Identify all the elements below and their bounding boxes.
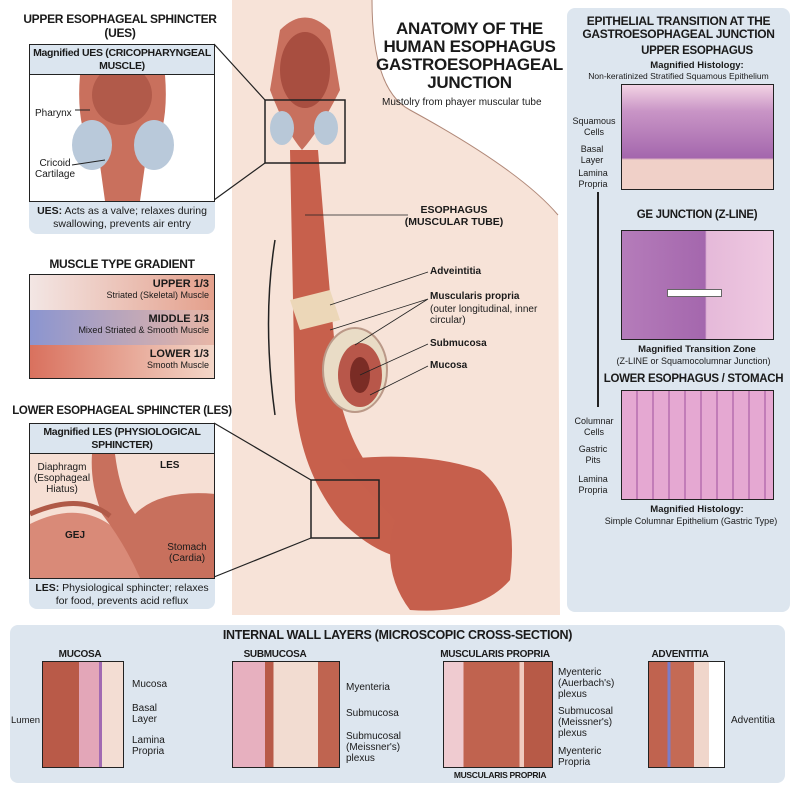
- muscularis-title: MUSCULARIS PROPRIA: [440, 649, 550, 660]
- pharynx-label: Pharynx: [35, 108, 72, 119]
- les-label: LES: [160, 460, 180, 471]
- mucosa-title: MUCOSA: [58, 649, 102, 660]
- diaphragm-label: Diaphragm (Esophageal Hiatus): [33, 462, 91, 495]
- adventitia-label: Adveintitia: [430, 266, 482, 277]
- submucosa-title: SUBMUCOSA: [243, 649, 307, 660]
- gradient-band-lower: LOWER 1/3 Smooth Muscle: [30, 345, 214, 378]
- band-name: UPPER 1/3: [152, 278, 209, 290]
- myenteric-propria-label: Myenteric Propria: [558, 746, 602, 768]
- lamina-propria-label: Lamina Propria: [132, 735, 165, 757]
- meissner-plexus-label: Submucosal (Meissner's) plexus: [558, 706, 614, 739]
- epithelial-title: EPITHELIAL TRANSITION AT THE GASTROESOPH…: [582, 14, 775, 41]
- gej-label: GEJ: [65, 530, 86, 541]
- lamina-label: Lamina Propria: [578, 168, 608, 189]
- transition-axis-arrow: [597, 192, 599, 407]
- les-header: Magnified LES (PHYSIOLOGICAL SPHINCTER): [30, 424, 214, 454]
- adventitia-layer-label: Adventitia: [731, 715, 775, 726]
- adventitia-box: [648, 661, 725, 768]
- band-name: LOWER 1/3: [149, 348, 209, 360]
- basal-layer-label: Basal Layer: [132, 703, 158, 725]
- upper-sub1: Magnified Histology:: [650, 60, 744, 71]
- muscularis-bottom: MUSCULARIS PROPRIA: [453, 770, 547, 780]
- ge-title: GE JUNCTION (Z-LINE): [636, 209, 758, 221]
- meissner-label: Submucosal (Meissner's) plexus: [346, 731, 402, 764]
- page-subtitle: Mustolry from phayer muscular tube: [382, 97, 542, 108]
- les-caption-bold: LES:: [35, 582, 60, 594]
- ge-histology-box: [621, 230, 774, 340]
- myenteria-label: Myenteria: [346, 682, 390, 693]
- band-desc: Striated (Skeletal) Muscle: [106, 290, 209, 300]
- upper-title: UPPER ESOPHAGUS: [641, 45, 753, 57]
- upper-histology-box: [621, 84, 774, 190]
- page-title: ANATOMY OF THE HUMAN ESOPHAGUS GASTROESO…: [372, 20, 567, 92]
- ge-cap2: (Z-LINE or Squamocolumnar Junction): [616, 356, 771, 366]
- ues-caption: UES: Acts as a valve; relaxes during swa…: [29, 202, 215, 234]
- ues-caption-bold: UES:: [37, 205, 63, 217]
- mucosa-layer-label: Mucosa: [132, 679, 168, 690]
- title-line: JUNCTION: [427, 73, 512, 92]
- submucosa-box: [232, 661, 340, 768]
- lower-cap2: Simple Columnar Epithelium (Gastric Type…: [604, 516, 778, 526]
- lower-cap1: Magnified Histology:: [650, 504, 744, 515]
- wall-title: INTERNAL WALL LAYERS (MICROSCOPIC CROSS-…: [222, 628, 573, 642]
- mucosa-label: Mucosa: [430, 360, 468, 371]
- auerbach-label: Myenteric (Auerbach's) plexus: [558, 667, 615, 700]
- gradient-band-upper: UPPER 1/3 Striated (Skeletal) Muscle: [30, 275, 214, 310]
- ues-title: UPPER ESOPHAGEAL SPHINCTER (UES): [23, 12, 217, 40]
- les-magnified-box: Magnified LES (PHYSIOLOGICAL SPHINCTER) …: [29, 423, 215, 579]
- transition-arrow-icon: [667, 289, 722, 297]
- esophagus-illustration: [213, 0, 560, 615]
- band-desc: Smooth Muscle: [146, 360, 209, 370]
- les-title: LOWER ESOPHAGEAL SPHINCTER (LES): [12, 405, 232, 417]
- les-caption-text: Physiological sphincter; relaxes for foo…: [55, 582, 209, 607]
- esophagus-label: ESOPHAGUS (MUSCULAR TUBE): [404, 204, 504, 228]
- ues-illustration: [71, 75, 174, 201]
- ues-magnified-box: Magnified UES (CRICOPHARYNGEAL MUSCLE) P…: [29, 44, 215, 202]
- wall-layers-panel: INTERNAL WALL LAYERS (MICROSCOPIC CROSS-…: [10, 625, 785, 783]
- squamous-label: Squamous Cells: [572, 116, 616, 137]
- adventitia-title: ADVENTITIA: [651, 649, 709, 660]
- gradient-band-middle: MIDDLE 1/3 Mixed Striated & Smooth Muscl…: [30, 310, 214, 345]
- stomach-label: Stomach (Cardia): [167, 542, 207, 564]
- lower-lamina-label: Lamina Propria: [578, 474, 608, 495]
- muscularis-label: Muscularis propria: [430, 291, 520, 302]
- title-line: ANATOMY OF THE: [396, 19, 543, 38]
- lower-histology-box: [621, 390, 774, 500]
- title-line: HUMAN ESOPHAGUS: [383, 37, 556, 56]
- lumen-label: Lumen: [11, 715, 41, 726]
- les-caption: LES: Physiological sphincter; relaxes fo…: [29, 579, 215, 609]
- submucosa-label: Submucosa: [430, 338, 487, 349]
- upper-sub2: Non-keratinized Stratified Squamous Epit…: [588, 71, 769, 81]
- gastric-pits-label: Gastric Pits: [578, 444, 608, 465]
- basal-label: Basal Layer: [580, 144, 604, 165]
- columnar-label: Columnar Cells: [574, 416, 614, 437]
- ues-caption-text: Acts as a valve; relaxes during swallowi…: [53, 205, 207, 230]
- muscularis-sublabel: (outer longitudinal, inner circular): [430, 304, 538, 326]
- les-illustration: [30, 454, 214, 578]
- muscularis-box: [443, 661, 553, 768]
- ues-header: Magnified UES (CRICOPHARYNGEAL MUSCLE): [30, 45, 214, 75]
- epithelial-panel: EPITHELIAL TRANSITION AT THE GASTROESOPH…: [567, 8, 790, 612]
- mucosa-box: [42, 661, 124, 768]
- band-desc: Mixed Striated & Smooth Muscle: [78, 325, 209, 335]
- lower-title: LOWER ESOPHAGUS / STOMACH: [603, 373, 784, 385]
- band-name: MIDDLE 1/3: [148, 313, 209, 325]
- muscle-gradient-box: UPPER 1/3 Striated (Skeletal) Muscle MID…: [29, 274, 215, 379]
- submucosa-layer-label: Submucosa: [346, 708, 399, 719]
- gradient-title: MUSCLE TYPE GRADIENT: [49, 257, 195, 271]
- ge-cap1: Magnified Transition Zone: [638, 344, 756, 355]
- cricoid-label: Cricoid Cartilage: [34, 158, 76, 180]
- title-line: GASTROESOPHAGEAL: [376, 55, 563, 74]
